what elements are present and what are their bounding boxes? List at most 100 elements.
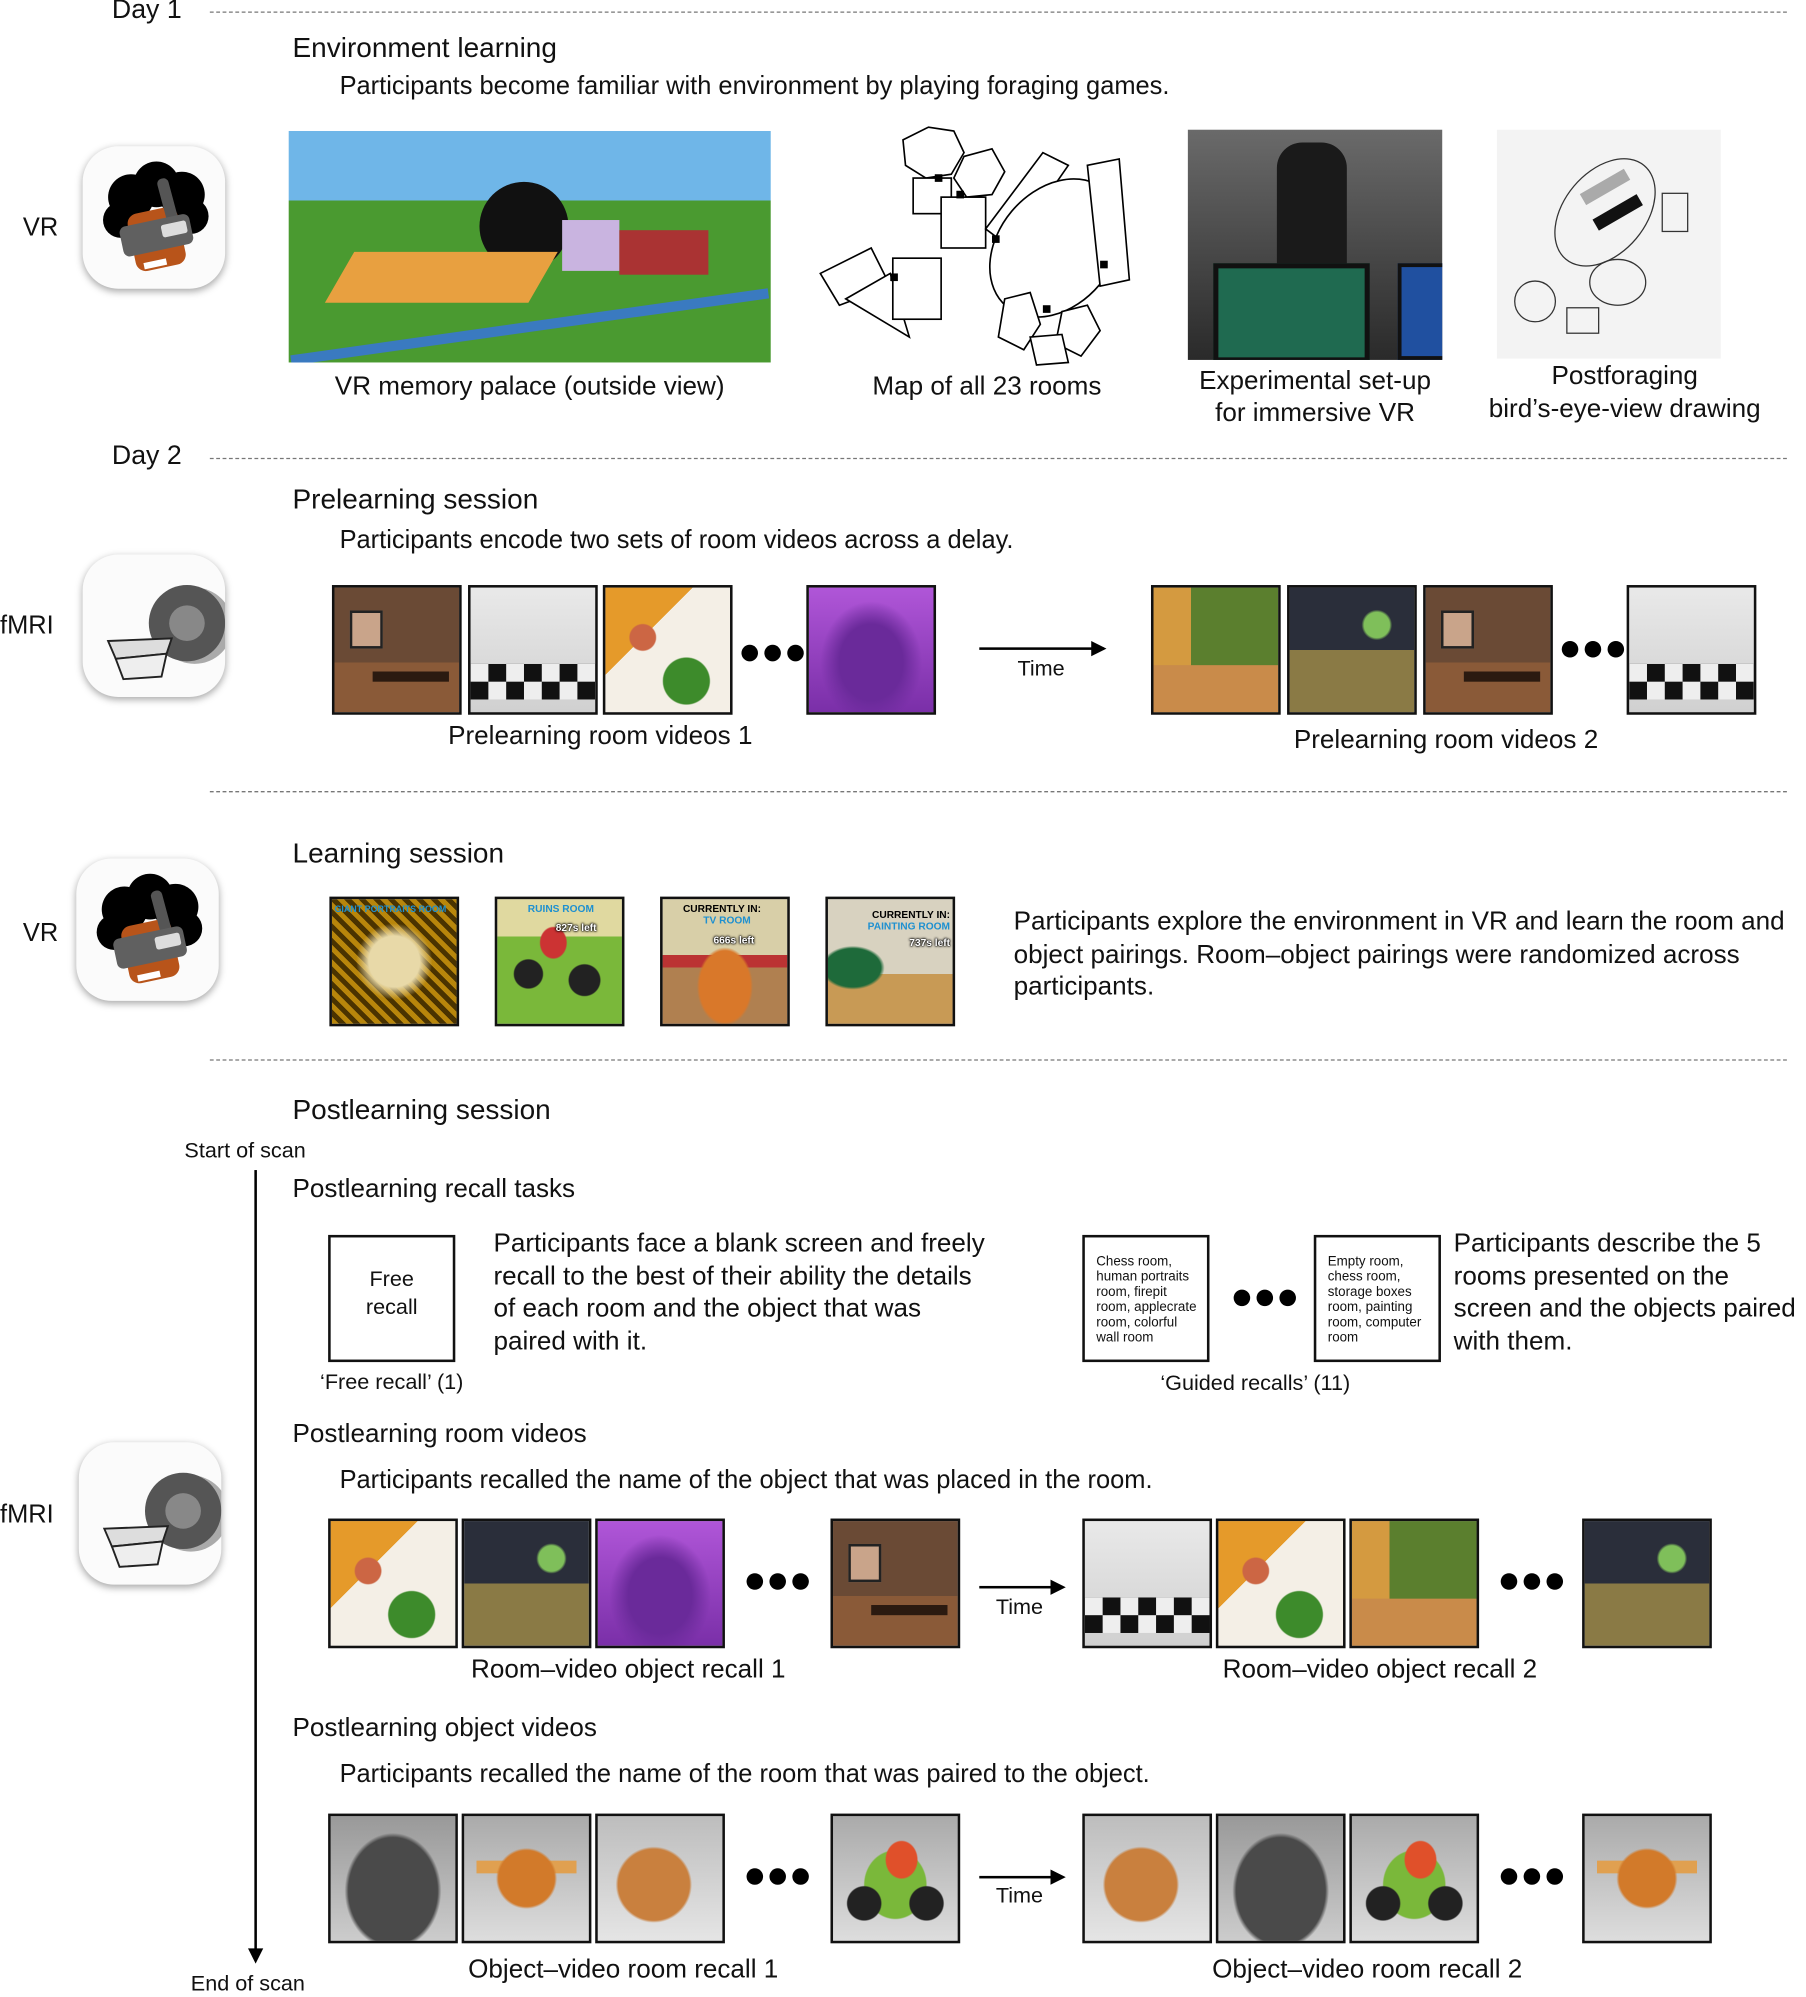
free-recall-caption: ‘Free recall’ (1) — [320, 1369, 464, 1394]
ellipsis-dots — [746, 1868, 809, 1885]
divider — [209, 11, 1787, 13]
building — [619, 230, 709, 275]
hud-label: CURRENTLY IN: — [872, 909, 951, 921]
guided-recall-screen: Chess room, human portraits room, firepi… — [1082, 1234, 1210, 1363]
monitor — [1213, 263, 1370, 360]
video-thumbnail-portraits — [331, 585, 462, 715]
hud-timer: 666s left — [713, 934, 755, 947]
drawing-caption-line1: Postforaging — [1551, 361, 1698, 391]
video-set-caption: Room–video object recall 1 — [471, 1654, 786, 1684]
video-thumbnail-plane — [461, 1813, 592, 1944]
video-thumbnail-cave — [1287, 585, 1417, 715]
time-label: Time — [995, 1883, 1044, 1908]
participant — [1276, 142, 1347, 283]
video-thumbnail-crystal — [806, 585, 937, 715]
section-subtitle: Participants become familiar with enviro… — [339, 72, 1170, 101]
divider — [209, 1059, 1787, 1061]
video-thumbnail-apple — [602, 585, 733, 715]
modality-label: fMRI — [0, 1500, 54, 1529]
building — [324, 251, 558, 303]
ellipsis-dots — [1500, 1868, 1564, 1885]
time-arrow — [979, 640, 1107, 657]
hud-room: TV ROOM — [703, 914, 751, 926]
video-thumbnail-portraits — [830, 1518, 961, 1649]
learning-frame-skeleton: GIANT PORTRAITS ROOM — [329, 896, 460, 1027]
ellipsis-dots — [741, 644, 804, 662]
end-of-scan-label: End of scan — [190, 1971, 305, 1996]
subsection-subtitle: Participants recalled the name of the ro… — [339, 1760, 1150, 1789]
setup-caption-line1: Experimental set-up — [1199, 366, 1431, 396]
ellipsis-dots — [1561, 640, 1625, 658]
video-thumbnail-trike — [830, 1813, 961, 1944]
section-subtitle: Participants encode two sets of room vid… — [339, 526, 1014, 555]
subsection-title: Postlearning recall tasks — [292, 1173, 576, 1204]
arrowhead-icon — [248, 1948, 264, 1964]
scan-timeline-line — [254, 1170, 257, 1953]
hud-timer: 827s left — [555, 922, 597, 934]
hud-timer: 737s left — [909, 937, 951, 949]
monitor — [1397, 263, 1443, 360]
mri-scanner-icon — [78, 1442, 229, 1585]
video-thumbnail-portraits — [1423, 585, 1553, 715]
learning-frame-tricycle: RUINS ROOM 827s left — [494, 896, 625, 1027]
learning-description: Participants explore the environment in … — [1013, 906, 1785, 1001]
hud-room: PAINTING ROOM — [867, 920, 951, 933]
section-title: Environment learning — [292, 31, 557, 64]
free-recall-description: Participants face a blank screen and fre… — [493, 1228, 985, 1356]
video-thumbnail-chess — [468, 585, 598, 715]
vr-palace-image — [288, 130, 771, 363]
building — [562, 220, 620, 271]
guided-recall-description: Participants describe the 5 rooms presen… — [1453, 1228, 1796, 1356]
video-set-caption: Room–video object recall 2 — [1222, 1654, 1538, 1684]
video-thumbnail-chess — [1082, 1518, 1213, 1649]
section-title: Prelearning session — [292, 483, 539, 516]
ellipsis-dots — [1500, 1573, 1564, 1590]
subsection-subtitle: Participants recalled the name of the ob… — [339, 1466, 1153, 1495]
time-arrow — [979, 1579, 1066, 1595]
video-thumbnail-crystal — [595, 1518, 725, 1649]
video-thumbnail-chest — [328, 1813, 458, 1944]
video-thumbnail-dog — [595, 1813, 725, 1944]
video-thumbnail-apple — [1215, 1518, 1346, 1649]
video-set-caption: Object–video room recall 2 — [1212, 1954, 1523, 1985]
section-title: Learning session — [292, 836, 505, 869]
video-thumbnail-apple — [328, 1518, 458, 1649]
day1-label: Day 1 — [111, 0, 182, 25]
video-thumbnail-cave — [461, 1518, 592, 1649]
guided-recall-screen-text: Empty room, chess room, storage boxes ro… — [1327, 1253, 1422, 1346]
section-title: Postlearning session — [292, 1093, 551, 1126]
palace-caption: VR memory palace (outside view) — [334, 371, 725, 401]
subsection-title: Postlearning room videos — [292, 1419, 587, 1449]
free-recall-screen: Free recall — [328, 1234, 456, 1363]
learning-frame-dinosaur: CURRENTLY IN: PAINTING ROOM 737s left — [825, 896, 956, 1027]
video-thumbnail-storage — [1150, 585, 1281, 715]
modality-label: VR — [22, 213, 59, 242]
vr-headset-icon — [76, 858, 219, 1001]
start-of-scan-label: Start of scan — [184, 1138, 306, 1163]
hud-room: GIANT PORTRAITS ROOM — [334, 905, 447, 915]
vr-headset-icon — [82, 146, 226, 289]
hud-room: RUINS ROOM — [527, 902, 594, 915]
video-thumbnail-chess — [1626, 585, 1757, 715]
guided-recall-caption: ‘Guided recalls’ (11) — [1160, 1371, 1351, 1396]
drawing-caption-line2: bird’s-eye-view drawing — [1488, 394, 1761, 424]
hud-label: CURRENTLY IN: — [682, 902, 761, 915]
free-recall-screen-text: Free recall — [365, 1266, 418, 1319]
guided-recall-screen: Empty room, chess room, storage boxes ro… — [1313, 1234, 1441, 1363]
vr-setup-photo — [1187, 129, 1443, 360]
video-thumbnail-plane — [1582, 1813, 1712, 1944]
birds-eye-drawing — [1496, 129, 1721, 359]
time-arrow — [979, 1869, 1066, 1885]
subsection-title: Postlearning object videos — [292, 1713, 597, 1743]
video-set-caption: Prelearning room videos 2 — [1293, 724, 1599, 755]
video-thumbnail-storage — [1349, 1518, 1480, 1649]
modality-label: VR — [22, 919, 59, 948]
guided-recall-screen-text: Chess room, human portraits room, firepi… — [1096, 1253, 1197, 1346]
video-set-caption: Prelearning room videos 1 — [448, 721, 753, 751]
setup-caption-line2: for immersive VR — [1215, 398, 1415, 428]
room-map-diagram — [819, 126, 1131, 366]
mri-scanner-icon — [82, 554, 233, 697]
video-thumbnail-trike — [1349, 1813, 1480, 1944]
ellipsis-dots — [1233, 1289, 1296, 1307]
